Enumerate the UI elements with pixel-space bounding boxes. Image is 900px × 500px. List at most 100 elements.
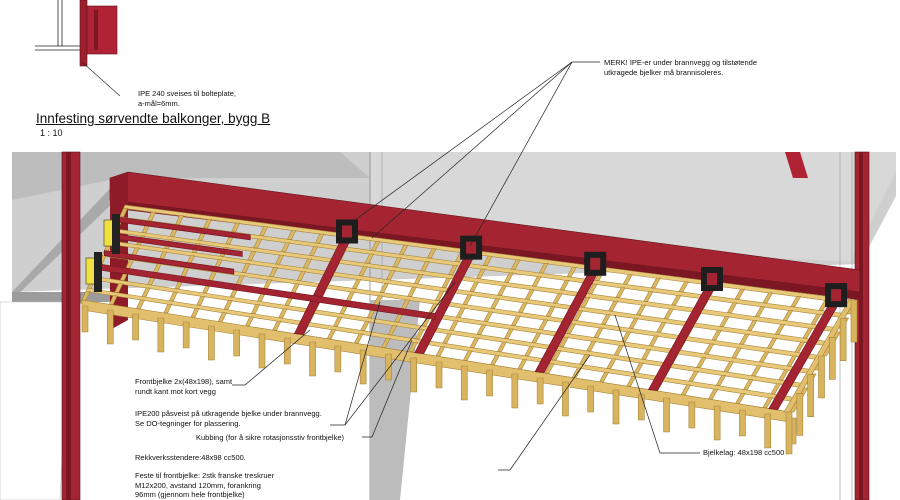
railing-post	[81, 305, 89, 333]
timber-blocking	[626, 376, 637, 387]
timber-blocking	[517, 302, 528, 313]
timber-blocking	[247, 250, 257, 261]
timber-blocking	[544, 363, 555, 374]
timber-blocking	[565, 323, 577, 334]
timber-blocking	[754, 306, 766, 317]
railing-post	[157, 317, 165, 353]
railing-post	[829, 337, 836, 380]
railing-post	[536, 377, 544, 405]
timber-blocking	[290, 283, 300, 294]
timber-blocking	[272, 320, 282, 331]
timber-blocking	[586, 340, 597, 352]
railing-post	[637, 393, 645, 421]
timber-blocking	[598, 371, 610, 383]
timber-blocking	[680, 384, 692, 396]
bolt-plates	[336, 219, 848, 308]
timber-blocking	[280, 242, 291, 252]
timber-blocking	[296, 271, 306, 281]
timber-blocking	[286, 230, 297, 240]
timber-blocking	[168, 291, 178, 302]
timber-blocking	[688, 370, 699, 382]
timber-blocking	[790, 296, 802, 307]
timber-blocking	[449, 320, 459, 331]
timber-blocking	[408, 342, 419, 352]
timber-blocking	[381, 337, 391, 348]
timber-blocking	[108, 295, 118, 305]
timber-blocking	[448, 265, 458, 275]
timber-blocking	[426, 248, 437, 259]
timber-blocking	[455, 307, 466, 318]
side-brackets	[85, 214, 120, 292]
timber-blocking	[552, 293, 563, 304]
timber-blocking	[364, 253, 375, 264]
timber-blocking	[81, 291, 91, 301]
bjelkelag-note: Bjelkelag: 48x198 cc500	[703, 448, 785, 457]
railing-post	[435, 361, 443, 389]
timber-blocking	[671, 295, 682, 306]
timber-blocking	[490, 298, 501, 309]
timber-blocking	[719, 316, 730, 327]
timber-blocking	[268, 267, 279, 277]
timber-blocking	[510, 315, 521, 326]
timber-blocking	[606, 358, 617, 369]
timber-blocking	[476, 268, 486, 279]
timber-blocking	[734, 288, 746, 300]
timber-blocking	[196, 295, 206, 306]
timber-blocking	[135, 299, 145, 309]
timber-blocking	[314, 233, 325, 244]
timber-blocking	[762, 292, 774, 304]
timber-blocking	[442, 333, 453, 344]
timber-blocking	[517, 359, 528, 370]
timber-blocking	[810, 313, 822, 325]
timber-blocking	[503, 328, 514, 339]
timber-blocking	[259, 226, 269, 236]
timber-blocking	[469, 337, 480, 348]
beam-end	[831, 289, 842, 302]
timber-blocking	[308, 246, 319, 256]
timber-blocking	[703, 343, 715, 355]
railing-post	[385, 353, 392, 381]
timber-blocking	[244, 316, 255, 327]
timber-blocking	[510, 259, 521, 270]
timber-blocking	[802, 327, 814, 339]
railing-post	[106, 309, 114, 345]
timber-blocking	[622, 274, 633, 285]
timber-blocking	[695, 357, 707, 368]
timber-blocking	[558, 336, 569, 348]
timber-blocking	[351, 278, 362, 289]
ipe200-beam	[104, 250, 235, 275]
railing-post	[511, 373, 519, 409]
timber-blocking	[621, 331, 632, 342]
timber-blocking	[613, 345, 624, 356]
timber-blocking	[608, 300, 619, 312]
timber-blocking	[524, 289, 535, 300]
timber-blocking	[538, 263, 549, 274]
timber-blocking	[250, 304, 261, 314]
timber-blocking	[203, 219, 213, 229]
railing-post	[839, 318, 847, 361]
timber-blocking	[656, 322, 667, 333]
timber-blocking	[489, 354, 500, 365]
timber-blocking	[141, 287, 151, 297]
timber-blocking	[379, 282, 390, 293]
timber-blocking	[163, 303, 173, 314]
timber-blocking	[496, 341, 507, 352]
rekkverk-note: Rekkverksstendere:48x98 cc500.	[135, 453, 246, 462]
timber-blocking	[175, 215, 185, 225]
railing-post	[663, 397, 670, 433]
timber-blocking	[762, 397, 774, 408]
frontbjelke-note: Frontbjelke 2x(48x198), samt rundt kant …	[135, 377, 233, 396]
steel-columns	[61, 151, 870, 500]
timber-blocking	[119, 208, 128, 218]
timber-blocking	[593, 327, 604, 338]
timber-blocking	[531, 332, 542, 343]
timber-blocking	[353, 333, 364, 344]
timber-blocking	[302, 258, 313, 269]
railing-post	[258, 333, 266, 369]
timber-blocking	[750, 365, 762, 377]
timber-blocking	[746, 320, 758, 331]
timber-blocking	[648, 335, 659, 346]
timber-blocking	[794, 341, 806, 353]
timber-blocking	[358, 266, 368, 277]
railing-post	[587, 385, 595, 413]
